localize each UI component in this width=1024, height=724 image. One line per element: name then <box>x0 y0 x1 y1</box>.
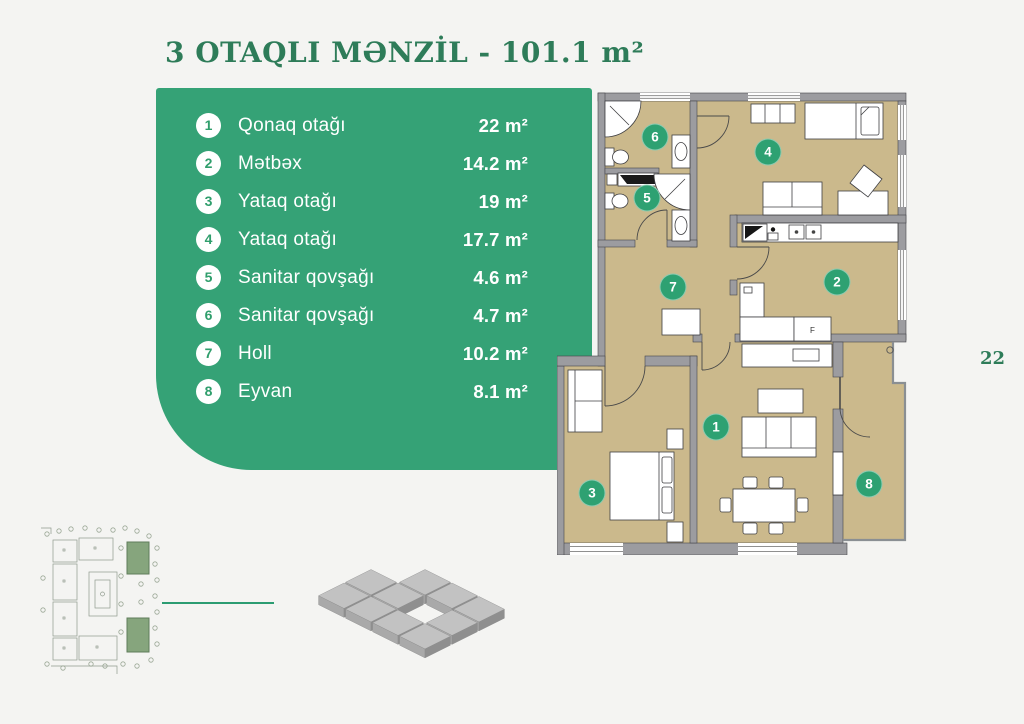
legend-room-label: Holl <box>238 342 272 364</box>
building-slab <box>399 569 451 596</box>
balcony-railing <box>843 342 907 542</box>
legend-room-label: Qonaq otağı <box>238 114 346 136</box>
legend-row-2: 2 Mətbəx 14.2 m² <box>196 151 528 176</box>
legend-row-7: 7 Holl 10.2 m² <box>196 341 528 366</box>
fridge-label: F <box>810 326 815 335</box>
legend-room-label: Sanitar qovşağı <box>238 266 375 288</box>
doors <box>604 115 894 438</box>
toilet-icon <box>604 147 629 167</box>
legend-row-4: 4 Yataq otağı 17.7 m² <box>196 227 528 252</box>
furniture <box>567 100 899 543</box>
legend-room-label: Sanitar qovşağı <box>238 304 375 326</box>
legend-room-area: 10.2 m² <box>462 342 528 364</box>
legend-room-label: Eyvan <box>238 380 293 402</box>
dining-table-icon <box>719 476 809 535</box>
legend-row-1: 1 Qonaq otağı 22 m² <box>196 113 528 138</box>
tv-stand-icon <box>741 343 833 368</box>
plan-marker-2: 2 <box>823 268 851 296</box>
building-slab <box>426 582 478 609</box>
plan-marker-4: 4 <box>754 138 782 166</box>
legend-row-6: 6 Sanitar qovşağı 4.7 m² <box>196 303 528 328</box>
legend-room-label: Mətbəx <box>238 152 303 174</box>
kitchen-cabinet-icon <box>739 282 765 318</box>
legend-number-badge: 7 <box>196 341 221 366</box>
plan-marker-1: 1 <box>702 413 730 441</box>
sink-icon <box>671 134 691 169</box>
kitchen-counter-icon <box>739 316 795 342</box>
legend-room-label: Yataq otağı <box>238 190 338 212</box>
floor-plan: F 1 2 3 4 5 6 7 8 <box>557 88 910 555</box>
wall-cabinet-icon <box>832 451 844 496</box>
legend-number-badge: 6 <box>196 303 221 328</box>
legend-room-area: 19 m² <box>478 190 528 212</box>
bed-icon <box>804 102 884 140</box>
coffee-table-icon <box>757 388 804 414</box>
sofa-icon <box>762 181 823 216</box>
building-slab <box>426 609 478 636</box>
legend-room-area: 4.6 m² <box>473 266 528 288</box>
legend-room-label: Yataq otağı <box>238 228 338 250</box>
legend-room-area: 22 m² <box>478 114 528 136</box>
legend-room-area: 4.7 m² <box>473 304 528 326</box>
connector-line <box>162 602 274 604</box>
toilet-icon <box>604 192 629 210</box>
trees <box>40 525 160 671</box>
dresser-icon <box>666 428 684 450</box>
page-title: 3 OTAQLI MƏNZİL - 101.1 m² <box>165 36 645 69</box>
plan-marker-5: 5 <box>633 184 661 212</box>
sink-icon <box>671 209 691 242</box>
legend-room-area: 14.2 m² <box>462 152 528 174</box>
sofa-icon <box>741 416 817 458</box>
dresser-icon <box>666 521 684 543</box>
plan-marker-6: 6 <box>641 123 669 151</box>
fridge-icon <box>793 316 832 342</box>
building-slab <box>453 596 505 623</box>
washer-icon <box>617 172 659 187</box>
kitchen-counter-icon <box>741 222 899 243</box>
building-slab <box>399 623 451 650</box>
legend-number-badge: 1 <box>196 113 221 138</box>
page-number: 22 <box>980 348 1006 369</box>
windows <box>570 93 906 555</box>
highlighted-buildings <box>126 541 150 653</box>
legend-row-5: 5 Sanitar qovşağı 4.6 m² <box>196 265 528 290</box>
floor-plan-drawing: F <box>557 92 907 555</box>
site-plan <box>40 525 160 674</box>
building-slab <box>345 569 397 596</box>
desk-icon <box>837 190 889 216</box>
bed-icon <box>609 451 675 521</box>
chair-icon <box>849 164 883 198</box>
legend-number-badge: 8 <box>196 379 221 404</box>
legend-number-badge: 3 <box>196 189 221 214</box>
sofa-icon <box>567 369 603 433</box>
plan-marker-7: 7 <box>659 273 687 301</box>
building-blocks-3d <box>318 569 505 659</box>
legend-number-badge: 5 <box>196 265 221 290</box>
building-slab <box>372 582 424 609</box>
legend-room-area: 17.7 m² <box>462 228 528 250</box>
building-slab <box>372 609 424 636</box>
building-slab <box>318 582 370 609</box>
legend-room-area: 8.1 m² <box>473 380 528 402</box>
plan-marker-8: 8 <box>855 470 883 498</box>
legend-row-3: 3 Yataq otağı 19 m² <box>196 189 528 214</box>
legend-number-badge: 4 <box>196 227 221 252</box>
legend-number-badge: 2 <box>196 151 221 176</box>
legend-row-8: 8 Eyvan 8.1 m² <box>196 379 528 404</box>
console-table-icon <box>661 308 701 336</box>
plan-marker-3: 3 <box>578 479 606 507</box>
wardrobe-icon <box>750 103 796 124</box>
building-slab <box>345 596 397 623</box>
